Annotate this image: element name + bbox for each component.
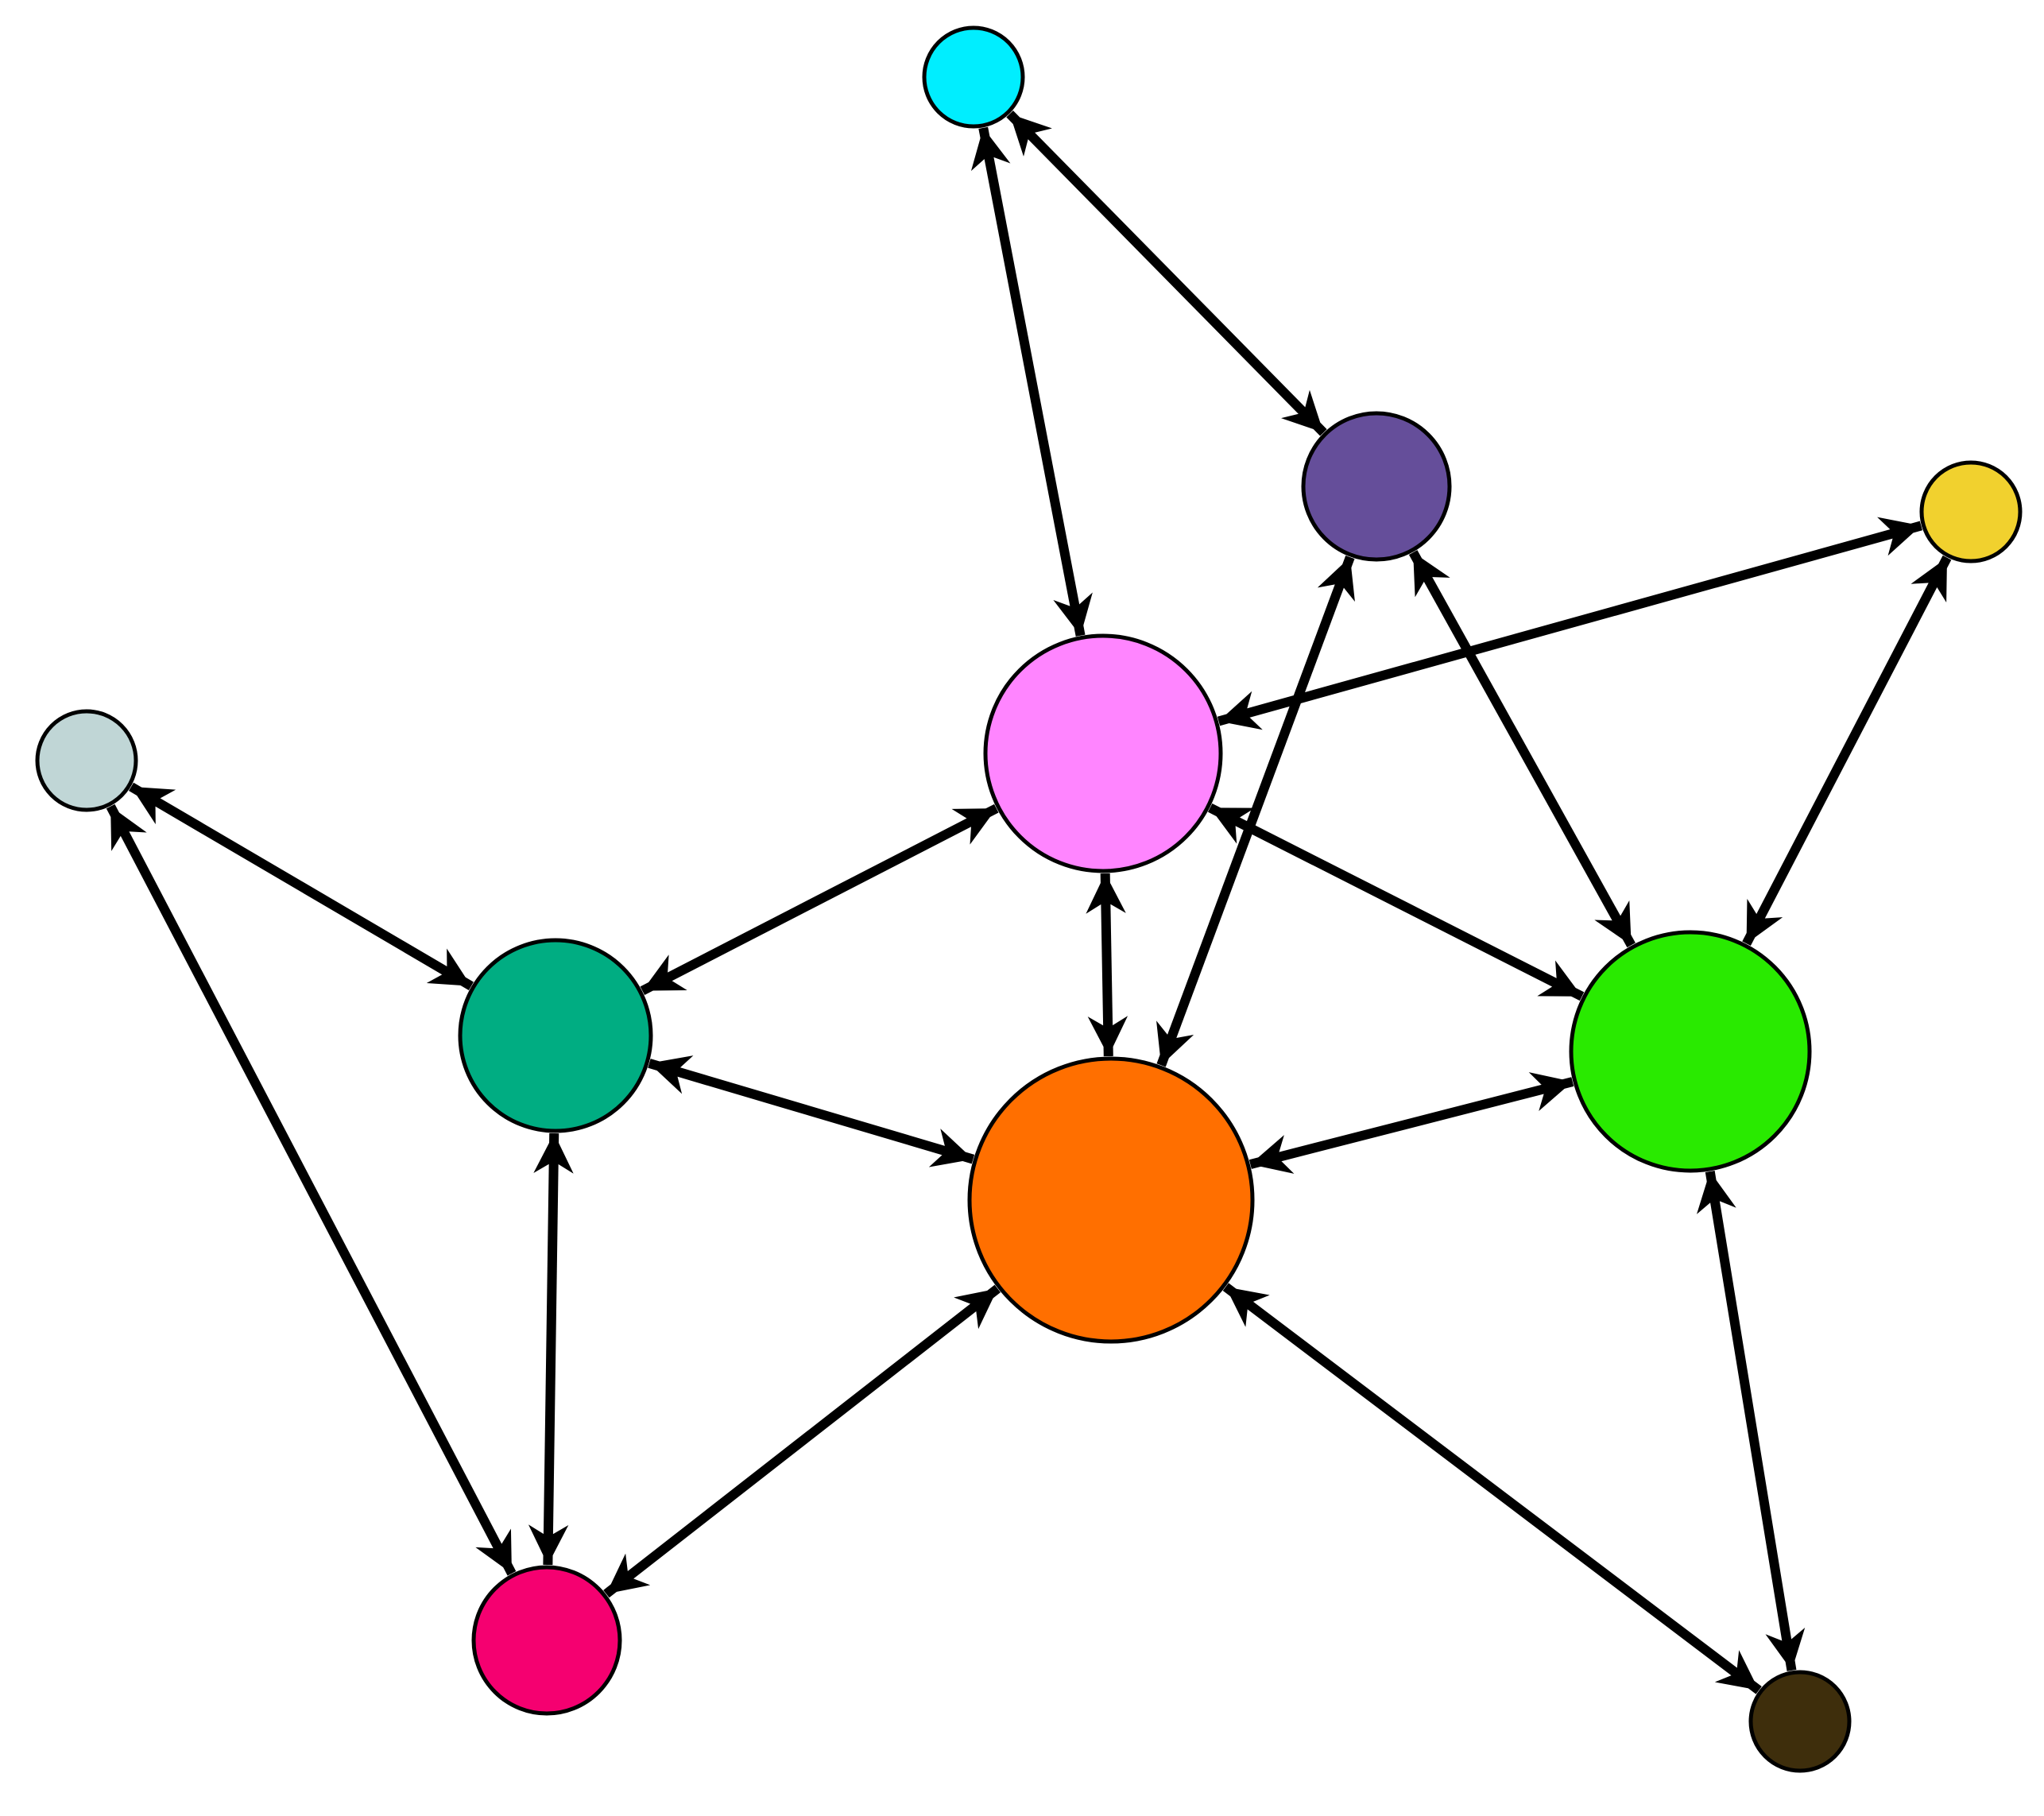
- node-lightgray: [35, 709, 138, 812]
- node-yellow: [1919, 460, 2023, 563]
- edge-teal-magenta: [528, 1133, 574, 1566]
- edge-teal-pink: [640, 803, 999, 995]
- node-purple: [1301, 411, 1452, 562]
- node-orange: [967, 1056, 1255, 1344]
- node-magenta: [471, 1565, 622, 1716]
- edge-pink-green: [1207, 803, 1585, 1001]
- edge-orange-brown: [1222, 1283, 1762, 1694]
- nodes-layer: [35, 25, 2023, 1773]
- node-pink: [983, 633, 1223, 873]
- edge-green-brown: [1696, 1171, 1806, 1671]
- edge-pink-orange: [1086, 873, 1128, 1057]
- edge-cyan-purple: [1006, 110, 1327, 436]
- edges-layer: [106, 110, 1952, 1694]
- edge-cyan-pink: [970, 126, 1093, 637]
- node-brown: [1748, 1670, 1852, 1773]
- edge-teal-orange: [648, 1055, 975, 1167]
- edge-lightgray-magenta: [106, 803, 517, 1576]
- edge-orange-magenta: [603, 1284, 1001, 1598]
- node-teal: [458, 938, 653, 1133]
- edge-lightgray-teal: [129, 782, 474, 990]
- node-green: [1569, 930, 1812, 1173]
- edge-orange-green: [1248, 1072, 1574, 1174]
- node-cyan: [922, 25, 1025, 129]
- edge-yellow-green: [1742, 555, 1952, 947]
